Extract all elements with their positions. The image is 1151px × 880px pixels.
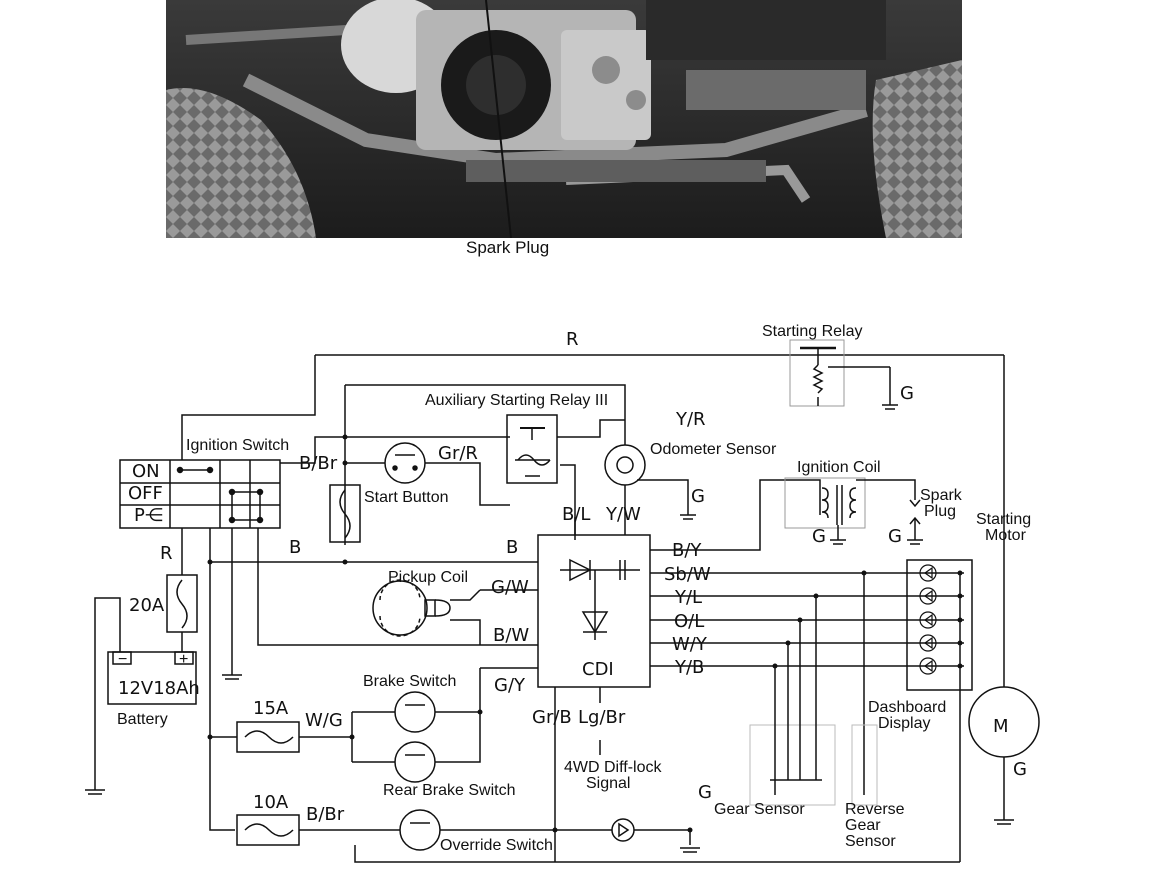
wire-b-left: B xyxy=(289,537,301,558)
fuse-10a-label: 10A xyxy=(253,792,289,813)
wire-cdi-out-4: O/L xyxy=(674,611,704,632)
reverse-sensor-label-3: Sensor xyxy=(845,833,896,850)
ignition-switch-label: Ignition Switch xyxy=(186,437,289,454)
odometer-sensor-label: Odometer Sensor xyxy=(650,441,777,458)
ignition-coil-label: Ignition Coil xyxy=(797,459,881,476)
switch-position-off: OFF xyxy=(128,483,163,504)
battery-negative: − xyxy=(118,651,127,668)
wire-g-w: G/W xyxy=(491,577,529,598)
wire-y-w: Y/W xyxy=(605,504,641,525)
wire-cdi-out-5: W/Y xyxy=(672,634,708,655)
wire-b-br-top: B/Br xyxy=(299,453,338,474)
wire-b-l: B/L xyxy=(562,504,590,525)
photo-caption: Spark Plug xyxy=(466,238,550,257)
reverse-sensor-label-2: Gear xyxy=(845,817,881,834)
wire-gr-r: Gr/R xyxy=(438,443,478,464)
wire-g-y: G/Y xyxy=(494,675,526,696)
dashboard-label-2: Display xyxy=(878,715,930,732)
pickup-coil-label: Pickup Coil xyxy=(388,569,468,586)
cdi-label: CDI xyxy=(582,659,614,680)
engine-photo xyxy=(166,0,962,239)
ground-label-coil: G xyxy=(812,526,826,547)
cdi-box xyxy=(537,534,651,688)
battery-label: Battery xyxy=(117,711,168,728)
wire-w-g: W/G xyxy=(305,710,343,731)
wire-r-top: R xyxy=(566,329,579,350)
wire-cdi-out-1: B/Y xyxy=(672,540,702,561)
wire-b-br-bottom: B/Br xyxy=(306,804,345,825)
starting-relay-box xyxy=(789,339,845,407)
dashboard-label-1: Dashboard xyxy=(868,699,946,716)
ground-label-odometer: G xyxy=(691,486,705,507)
spark-plug-label-2: Plug xyxy=(924,503,956,520)
ignition-switch-box xyxy=(119,459,281,529)
wire-cdi-out-6: Y/B xyxy=(674,657,704,678)
starting-relay-label: Starting Relay xyxy=(762,323,863,340)
wire-cdi-out-2: Sb/W xyxy=(664,564,711,585)
dashboard-box xyxy=(906,559,973,691)
spark-plug-label-1: Spark xyxy=(920,487,963,504)
battery-positive: + xyxy=(179,651,188,668)
fuse-20a-label: 20A xyxy=(129,595,165,616)
switch-position-park: P⋲ xyxy=(134,505,163,526)
ground-label-plug: G xyxy=(888,526,902,547)
start-button-label: Start Button xyxy=(364,489,449,506)
wire-r-left: R xyxy=(160,543,173,564)
switch-position-on: ON xyxy=(132,461,160,482)
wire-b-w: B/W xyxy=(493,625,529,646)
battery-box xyxy=(107,651,197,705)
override-switch-label: Override Switch xyxy=(440,837,553,854)
wire-b-mid: B xyxy=(506,537,518,558)
brake-switch-label: Brake Switch xyxy=(363,673,456,690)
gear-sensor-label: Gear Sensor xyxy=(714,801,805,818)
starting-motor-label-1: Starting xyxy=(976,511,1031,528)
wire-cdi-out-3: Y/L xyxy=(674,587,702,608)
wire-y-r: Y/R xyxy=(675,409,706,430)
aux-relay-label: Auxiliary Starting Relay III xyxy=(425,392,608,409)
ground-label-diff: G xyxy=(698,782,712,803)
fuse-15a-label: 15A xyxy=(253,698,289,719)
starting-motor-label-2: Motor xyxy=(985,527,1027,544)
motor-symbol: M xyxy=(993,716,1009,737)
reverse-sensor-label-1: Reverse xyxy=(845,801,905,818)
ground-label-relay: G xyxy=(900,383,914,404)
engine-photo-illustration xyxy=(166,0,962,239)
battery-rating: 12V18Ah xyxy=(118,678,200,699)
aux-relay-box xyxy=(506,414,558,484)
wire-lg-br: Lg/Br xyxy=(578,707,626,728)
diff-lock-label-2: Signal xyxy=(586,775,630,792)
ground-label-motor: G xyxy=(1013,759,1027,780)
rear-brake-switch-label: Rear Brake Switch xyxy=(383,782,516,799)
wire-gr-b: Gr/B xyxy=(532,707,572,728)
diff-lock-label-1: 4WD Diff-lock xyxy=(564,759,662,776)
